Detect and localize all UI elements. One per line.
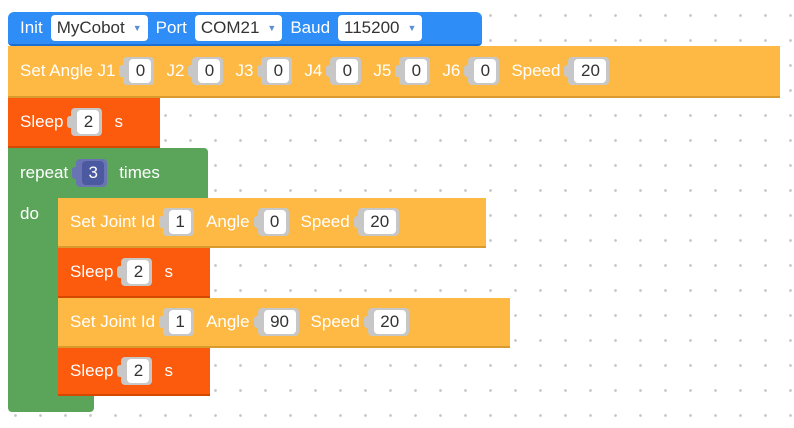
set-joint-label: Set Joint Id <box>70 212 156 231</box>
sleep-block[interactable]: Sleep 2 s <box>58 248 210 298</box>
set-angle-block[interactable]: Set Angle J1 0 J2 0 J3 0 J4 0 J5 0 J6 0 … <box>8 46 780 98</box>
j6-slot: 0 <box>464 57 500 85</box>
angle-label: Angle <box>206 212 250 231</box>
j3-input[interactable]: 0 <box>267 59 290 83</box>
sleep-block[interactable]: Sleep 2 s <box>58 348 210 396</box>
sleep-input[interactable]: 2 <box>77 110 100 134</box>
sleep-label: Sleep <box>70 361 114 380</box>
angle-input[interactable]: 0 <box>263 210 286 234</box>
speed-label: Speed <box>300 212 350 231</box>
sleep-input[interactable]: 2 <box>127 359 150 383</box>
j1-slot: 0 <box>119 57 155 85</box>
speed-input[interactable]: 20 <box>363 210 396 234</box>
angle-slot: 0 <box>253 208 289 236</box>
speed-label: Speed <box>511 61 561 80</box>
dropdown-arrow-icon: ▼ <box>132 23 142 33</box>
sleep-unit: s <box>164 262 173 281</box>
repeat-foot <box>8 396 94 412</box>
do-label: do <box>20 204 39 223</box>
sleep-input[interactable]: 2 <box>127 260 150 284</box>
j6-label: J6 <box>442 61 461 80</box>
j5-label: J5 <box>373 61 392 80</box>
j6-input[interactable]: 0 <box>474 59 497 83</box>
joint-id-slot: 1 <box>159 308 195 336</box>
joint-id-input[interactable]: 1 <box>169 210 192 234</box>
sleep-block[interactable]: Sleep 2 s <box>8 98 160 148</box>
joint-id-slot: 1 <box>159 208 195 236</box>
port-value: COM21 <box>200 18 260 37</box>
init-label: Init <box>20 18 43 37</box>
j5-slot: 0 <box>395 57 431 85</box>
robot-value: MyCobot <box>56 18 125 37</box>
speed-input[interactable]: 20 <box>574 59 607 83</box>
port-label: Port <box>155 18 187 37</box>
dropdown-arrow-icon: ▼ <box>267 23 277 33</box>
joint-id-input[interactable]: 1 <box>169 310 192 334</box>
sleep-slot: 2 <box>67 108 103 136</box>
sleep-slot: 2 <box>117 357 153 385</box>
angle-input[interactable]: 90 <box>263 310 296 334</box>
j4-input[interactable]: 0 <box>336 59 359 83</box>
speed-slot: 20 <box>353 208 399 236</box>
baud-label: Baud <box>290 18 331 37</box>
j1-input[interactable]: 0 <box>129 59 152 83</box>
sleep-unit: s <box>164 361 173 380</box>
j5-input[interactable]: 0 <box>405 59 428 83</box>
repeat-label: repeat <box>20 163 69 182</box>
sleep-slot: 2 <box>117 258 153 286</box>
j4-slot: 0 <box>326 57 362 85</box>
j4-label: J4 <box>304 61 323 80</box>
set-joint-block[interactable]: Set Joint Id 1 Angle 0 Speed 20 <box>58 198 486 248</box>
set-joint-label: Set Joint Id <box>70 312 156 331</box>
set-joint-block[interactable]: Set Joint Id 1 Angle 90 Speed 20 <box>58 298 510 348</box>
j2-input[interactable]: 0 <box>198 59 221 83</box>
j3-slot: 0 <box>257 57 293 85</box>
repeat-count-slot: 3 <box>72 159 108 187</box>
repeat-arm: do <box>8 198 58 398</box>
sleep-label: Sleep <box>70 262 114 281</box>
j2-slot: 0 <box>188 57 224 85</box>
angle-slot: 90 <box>253 308 299 336</box>
j2-label: J2 <box>166 61 185 80</box>
speed-input[interactable]: 20 <box>373 310 406 334</box>
speed-label: Speed <box>310 312 360 331</box>
times-label: times <box>119 163 160 182</box>
set-angle-label: Set Angle J1 <box>20 61 116 80</box>
sleep-label: Sleep <box>20 112 64 131</box>
sleep-unit: s <box>114 112 123 131</box>
j3-label: J3 <box>235 61 254 80</box>
port-dropdown[interactable]: COM21 ▼ <box>194 15 283 41</box>
repeat-block[interactable]: repeat 3 times <box>8 148 208 198</box>
dropdown-arrow-icon: ▼ <box>407 23 417 33</box>
init-block[interactable]: Init MyCobot ▼ Port COM21 ▼ Baud 115200 … <box>8 12 482 46</box>
repeat-count-input[interactable]: 3 <box>82 161 105 185</box>
angle-label: Angle <box>206 312 250 331</box>
baud-dropdown[interactable]: 115200 ▼ <box>338 15 423 41</box>
robot-dropdown[interactable]: MyCobot ▼ <box>50 15 148 41</box>
speed-slot: 20 <box>564 57 610 85</box>
speed-slot: 20 <box>363 308 409 336</box>
baud-value: 115200 <box>344 18 400 37</box>
